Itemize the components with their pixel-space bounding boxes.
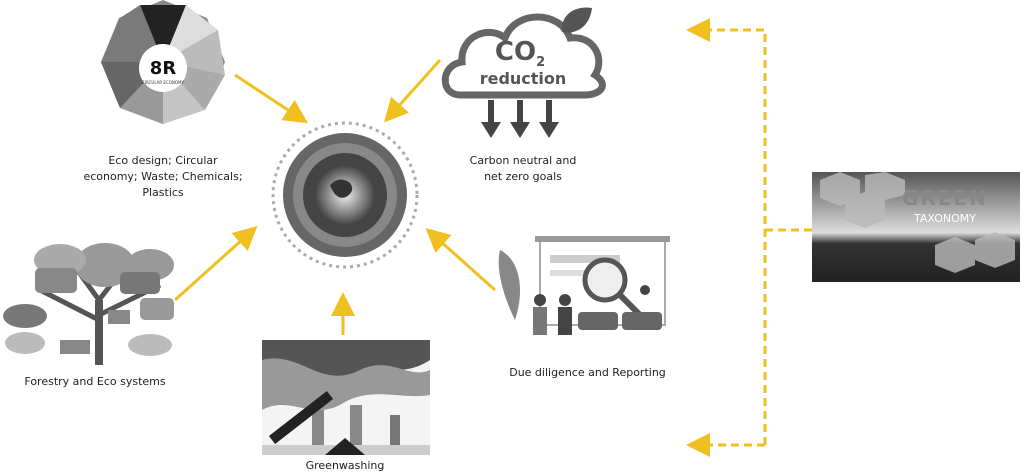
caption-line: Eco design; Circular <box>108 154 218 167</box>
taxonomy-subtitle: TAXONOMY <box>913 212 976 225</box>
greenwashing-caption: Greenwashing <box>305 459 385 472</box>
due-diligence-illustration <box>498 236 670 335</box>
caption-line: Plastics <box>142 186 184 199</box>
caption-line: Carbon neutral and <box>469 154 577 167</box>
arrow-duediligence-to-globe <box>425 228 496 292</box>
8r-logo-text: 8R <box>150 58 177 79</box>
8r-logo-sub: CIRCULAR ECONOMY <box>142 80 184 85</box>
arrow-co2-to-globe <box>383 58 442 123</box>
greenwashing-image <box>262 340 430 455</box>
globe-city-icon <box>271 121 419 269</box>
co2-label: reduction <box>480 69 567 88</box>
co2-sub: 2 <box>536 55 545 70</box>
co2-title: CO <box>495 37 536 67</box>
caption-line: economy; Waste; Chemicals; <box>83 170 243 183</box>
taxonomy-title: GREEN <box>902 186 988 210</box>
circular-economy-8r-icon: 8R CIRCULAR ECONOMY <box>101 0 225 124</box>
forestry-tree-icon <box>3 243 174 365</box>
arrows <box>173 58 496 335</box>
due-diligence-caption: Due diligence and Reporting <box>509 366 666 379</box>
circular-economy-caption: Eco design; Circular economy; Waste; Che… <box>73 153 253 201</box>
svg-text:CO2: CO2 <box>495 37 545 70</box>
co2-caption: Carbon neutral and net zero goals <box>433 153 613 185</box>
arrow-circular-to-globe <box>234 73 309 124</box>
arrow-forestry-to-globe <box>173 225 258 302</box>
co2-reduction-cloud-icon: CO2 reduction <box>441 7 606 138</box>
caption-line: net zero goals <box>484 170 562 183</box>
green-taxonomy-image: GREEN TAXONOMY <box>812 172 1020 282</box>
forestry-caption: Forestry and Eco systems <box>24 375 166 388</box>
taxonomy-bracket <box>686 18 812 457</box>
